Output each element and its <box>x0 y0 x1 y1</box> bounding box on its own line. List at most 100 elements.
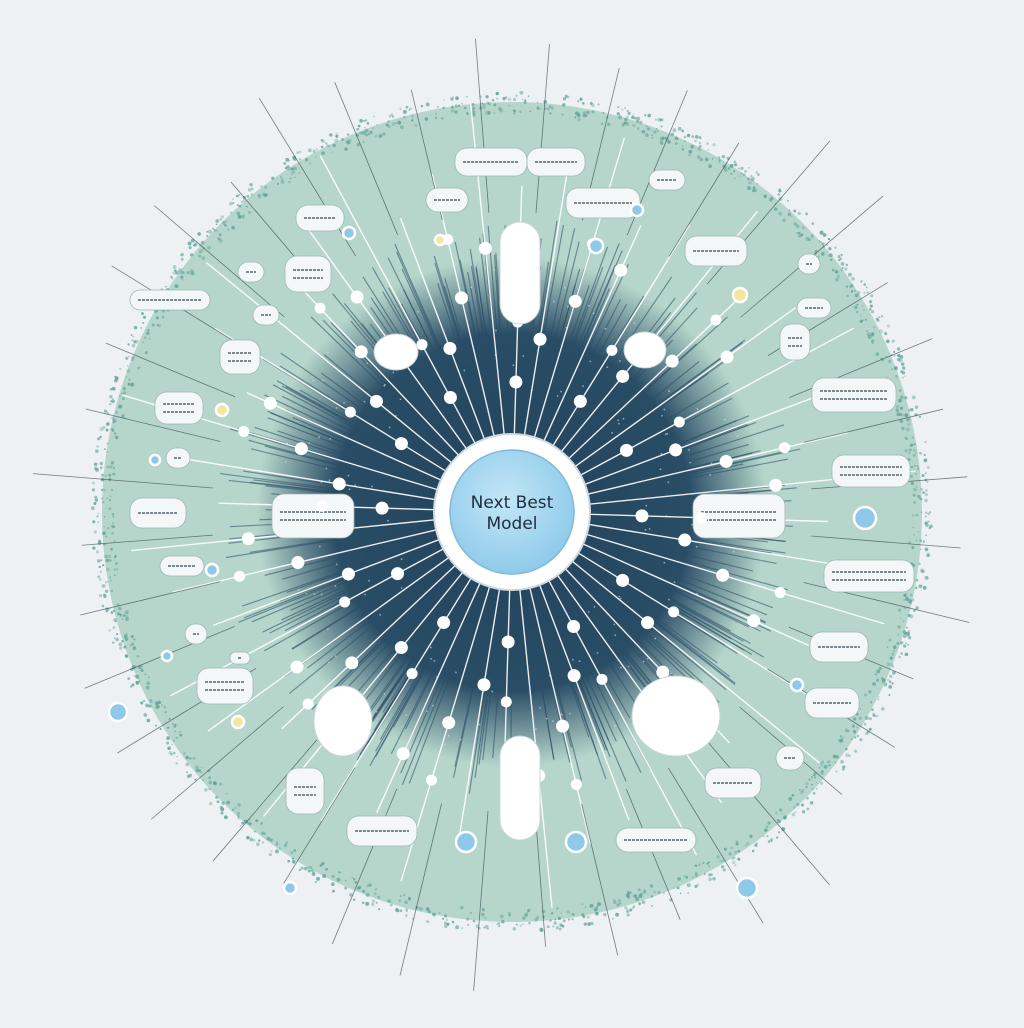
speckle-dot <box>131 356 134 359</box>
speckle-dot <box>913 534 915 536</box>
network-node <box>242 532 255 545</box>
speckle-dot <box>687 134 690 137</box>
speckle-dot <box>699 136 701 138</box>
speckle-dot <box>344 147 347 150</box>
speckle-dot <box>881 315 883 317</box>
network-node <box>437 616 450 629</box>
network-node <box>351 291 364 304</box>
speckle-dot <box>332 875 335 878</box>
speckle-dot <box>819 240 821 242</box>
speckle-dot <box>143 713 147 717</box>
speckle-dot <box>905 449 908 452</box>
speckle-dot <box>828 238 830 240</box>
speckle-dot <box>243 199 246 202</box>
speckle-dot <box>624 107 626 109</box>
speckle-dot <box>884 332 887 335</box>
speckle-dot <box>117 612 120 615</box>
speckle-dot <box>744 170 747 173</box>
capsule-node <box>500 736 540 840</box>
speckle-dot <box>124 633 128 637</box>
blob-node <box>624 332 666 368</box>
speckle-dot <box>559 928 562 931</box>
network-node <box>775 587 786 598</box>
speckle-dot <box>106 581 108 583</box>
network-node <box>479 242 492 255</box>
speckle-dot <box>180 276 183 279</box>
speckle-dot <box>590 904 594 908</box>
speckle-dot <box>208 230 212 234</box>
speckle-dot <box>237 817 240 820</box>
speckle-dot <box>918 562 921 565</box>
speckle-dot <box>103 595 106 598</box>
speckle-dot <box>494 103 497 106</box>
speckle-dot <box>763 195 767 199</box>
speckle-dot <box>891 653 894 656</box>
speckle-dot <box>866 291 868 293</box>
core-sparkle <box>349 488 351 490</box>
label-pill <box>286 768 324 814</box>
core-sparkle <box>383 693 385 695</box>
speckle-dot <box>236 195 239 198</box>
speckle-dot <box>651 134 653 136</box>
speckle-dot <box>718 161 720 163</box>
speckle-dot <box>920 498 922 500</box>
speckle-dot <box>904 396 907 399</box>
speckle-dot <box>869 717 872 720</box>
speckle-dot <box>708 861 710 863</box>
speckle-dot <box>99 436 101 438</box>
speckle-dot <box>894 355 896 357</box>
speckle-dot <box>146 331 150 335</box>
speckle-dot <box>902 366 905 369</box>
network-node <box>315 303 326 314</box>
speckle-dot <box>111 489 113 491</box>
speckle-dot <box>99 578 102 581</box>
speckle-dot <box>917 468 919 470</box>
speckle-dot <box>106 497 108 499</box>
speckle-dot <box>913 449 916 452</box>
speckle-dot <box>408 897 410 899</box>
network-node <box>455 291 468 304</box>
speckle-dot <box>791 216 793 218</box>
speckle-dot <box>104 555 108 559</box>
speckle-dot <box>887 325 890 328</box>
speckle-dot <box>102 531 106 535</box>
speckle-dot <box>471 103 474 106</box>
speckle-dot <box>788 213 792 217</box>
speckle-dot <box>846 286 848 288</box>
speckle-dot <box>613 899 616 902</box>
speckle-dot <box>645 125 647 127</box>
speckle-dot <box>167 748 169 750</box>
core-sparkle <box>305 593 307 595</box>
speckle-dot <box>112 421 115 424</box>
speckle-dot <box>104 409 107 412</box>
speckle-dot <box>92 547 95 550</box>
speckle-dot <box>682 148 685 151</box>
speckle-dot <box>170 276 172 278</box>
speckle-dot <box>312 872 316 876</box>
speckle-dot <box>539 928 543 932</box>
speckle-dot <box>485 95 488 98</box>
speckle-dot <box>135 675 139 679</box>
network-node <box>355 345 368 358</box>
speckle-dot <box>851 290 853 292</box>
speckle-dot <box>392 116 394 118</box>
speckle-dot <box>128 379 130 381</box>
speckle-dot <box>708 877 712 881</box>
core-sparkle <box>619 360 621 362</box>
speckle-dot <box>702 862 704 864</box>
network-node <box>769 479 782 492</box>
speckle-dot <box>145 703 149 707</box>
speckle-dot <box>368 133 370 135</box>
network-node <box>710 315 721 326</box>
speckle-dot <box>193 244 196 247</box>
speckle-dot <box>142 341 144 343</box>
speckle-dot <box>109 576 111 578</box>
speckle-dot <box>313 150 316 153</box>
speckle-dot <box>658 891 661 894</box>
core-sparkle <box>433 660 435 662</box>
speckle-dot <box>882 678 886 682</box>
speckle-dot <box>698 863 701 866</box>
speckle-dot <box>731 846 734 849</box>
speckle-dot <box>916 486 918 488</box>
core-sparkle <box>645 505 647 507</box>
